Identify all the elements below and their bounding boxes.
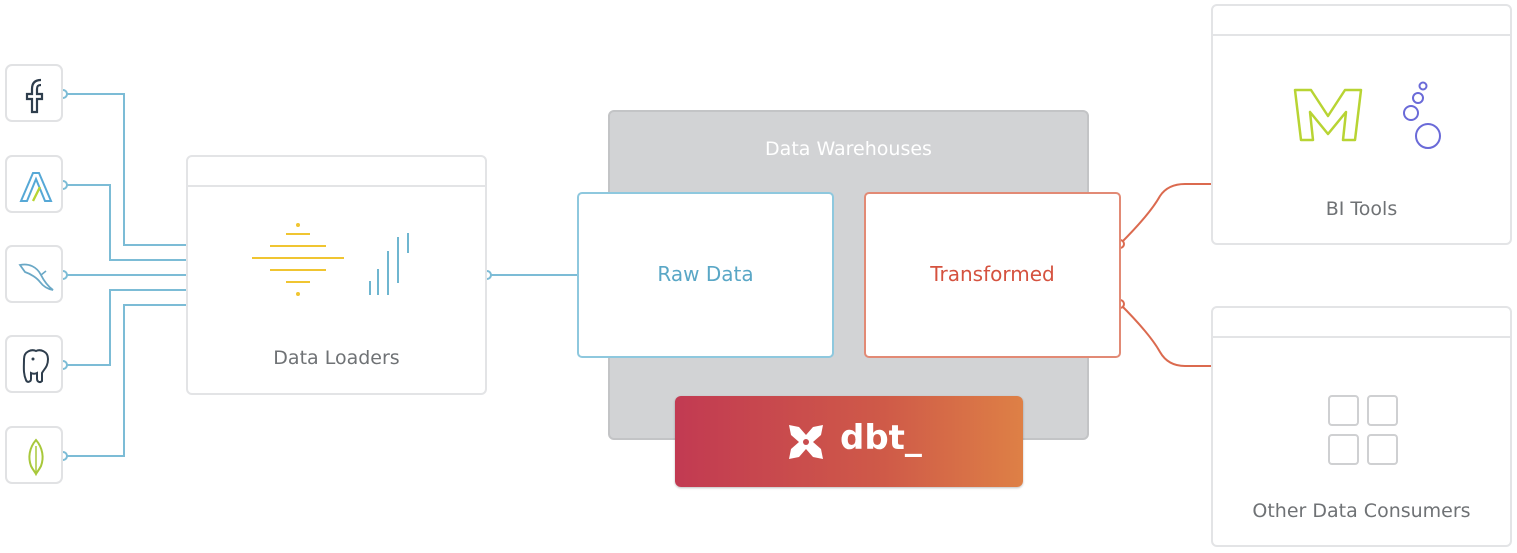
transformed-label: Transformed: [930, 262, 1055, 286]
postgresql-elephant-icon: [22, 349, 50, 384]
source-mongodb: [5, 426, 63, 484]
facebook-icon: [25, 78, 44, 114]
other-data-consumers-label: Other Data Consumers: [1252, 500, 1471, 522]
wire-amplitude: [63, 184, 186, 261]
mysql-dolphin-icon: [18, 263, 54, 291]
raw-data-label: Raw Data: [657, 262, 754, 286]
wire-facebook: [63, 93, 186, 246]
data-loaders-label: Data Loaders: [273, 347, 400, 369]
source-amplitude: [5, 155, 63, 213]
amplitude-icon: [19, 172, 53, 202]
stitch-icon: [252, 223, 344, 296]
bi-tools-label: BI Tools: [1325, 198, 1398, 220]
source-mysql: [5, 245, 63, 303]
card-titlebar: [188, 157, 485, 187]
raw-data-box: Raw Data: [577, 192, 834, 358]
data-loaders-card: Data Loaders: [186, 155, 487, 395]
dbt-block: dbt_: [675, 396, 1023, 487]
card-titlebar: [1213, 6, 1510, 36]
mode-icon: [1293, 88, 1363, 142]
wire-transformed-bi: [1119, 183, 1230, 245]
data-warehouses-title: Data Warehouses: [765, 138, 932, 160]
dbt-label: dbt_: [840, 418, 922, 458]
card-titlebar: [1213, 308, 1510, 338]
fivetran-icon: [369, 233, 409, 295]
dbt-logo-icon: [789, 425, 823, 459]
transformed-box: Transformed: [864, 192, 1121, 358]
wire-transformed-consumers: [1119, 303, 1230, 367]
wire-postgres: [63, 289, 186, 366]
wire-mongo: [63, 304, 186, 457]
other-data-consumers-card: Other Data Consumers: [1211, 306, 1512, 547]
source-facebook: [5, 64, 63, 122]
looker-icon: [1403, 81, 1441, 149]
grid-squares-icon: [1328, 395, 1398, 465]
mongodb-leaf-icon: [28, 438, 44, 477]
bi-tools-card: BI Tools: [1211, 4, 1512, 245]
source-postgresql: [5, 335, 63, 393]
